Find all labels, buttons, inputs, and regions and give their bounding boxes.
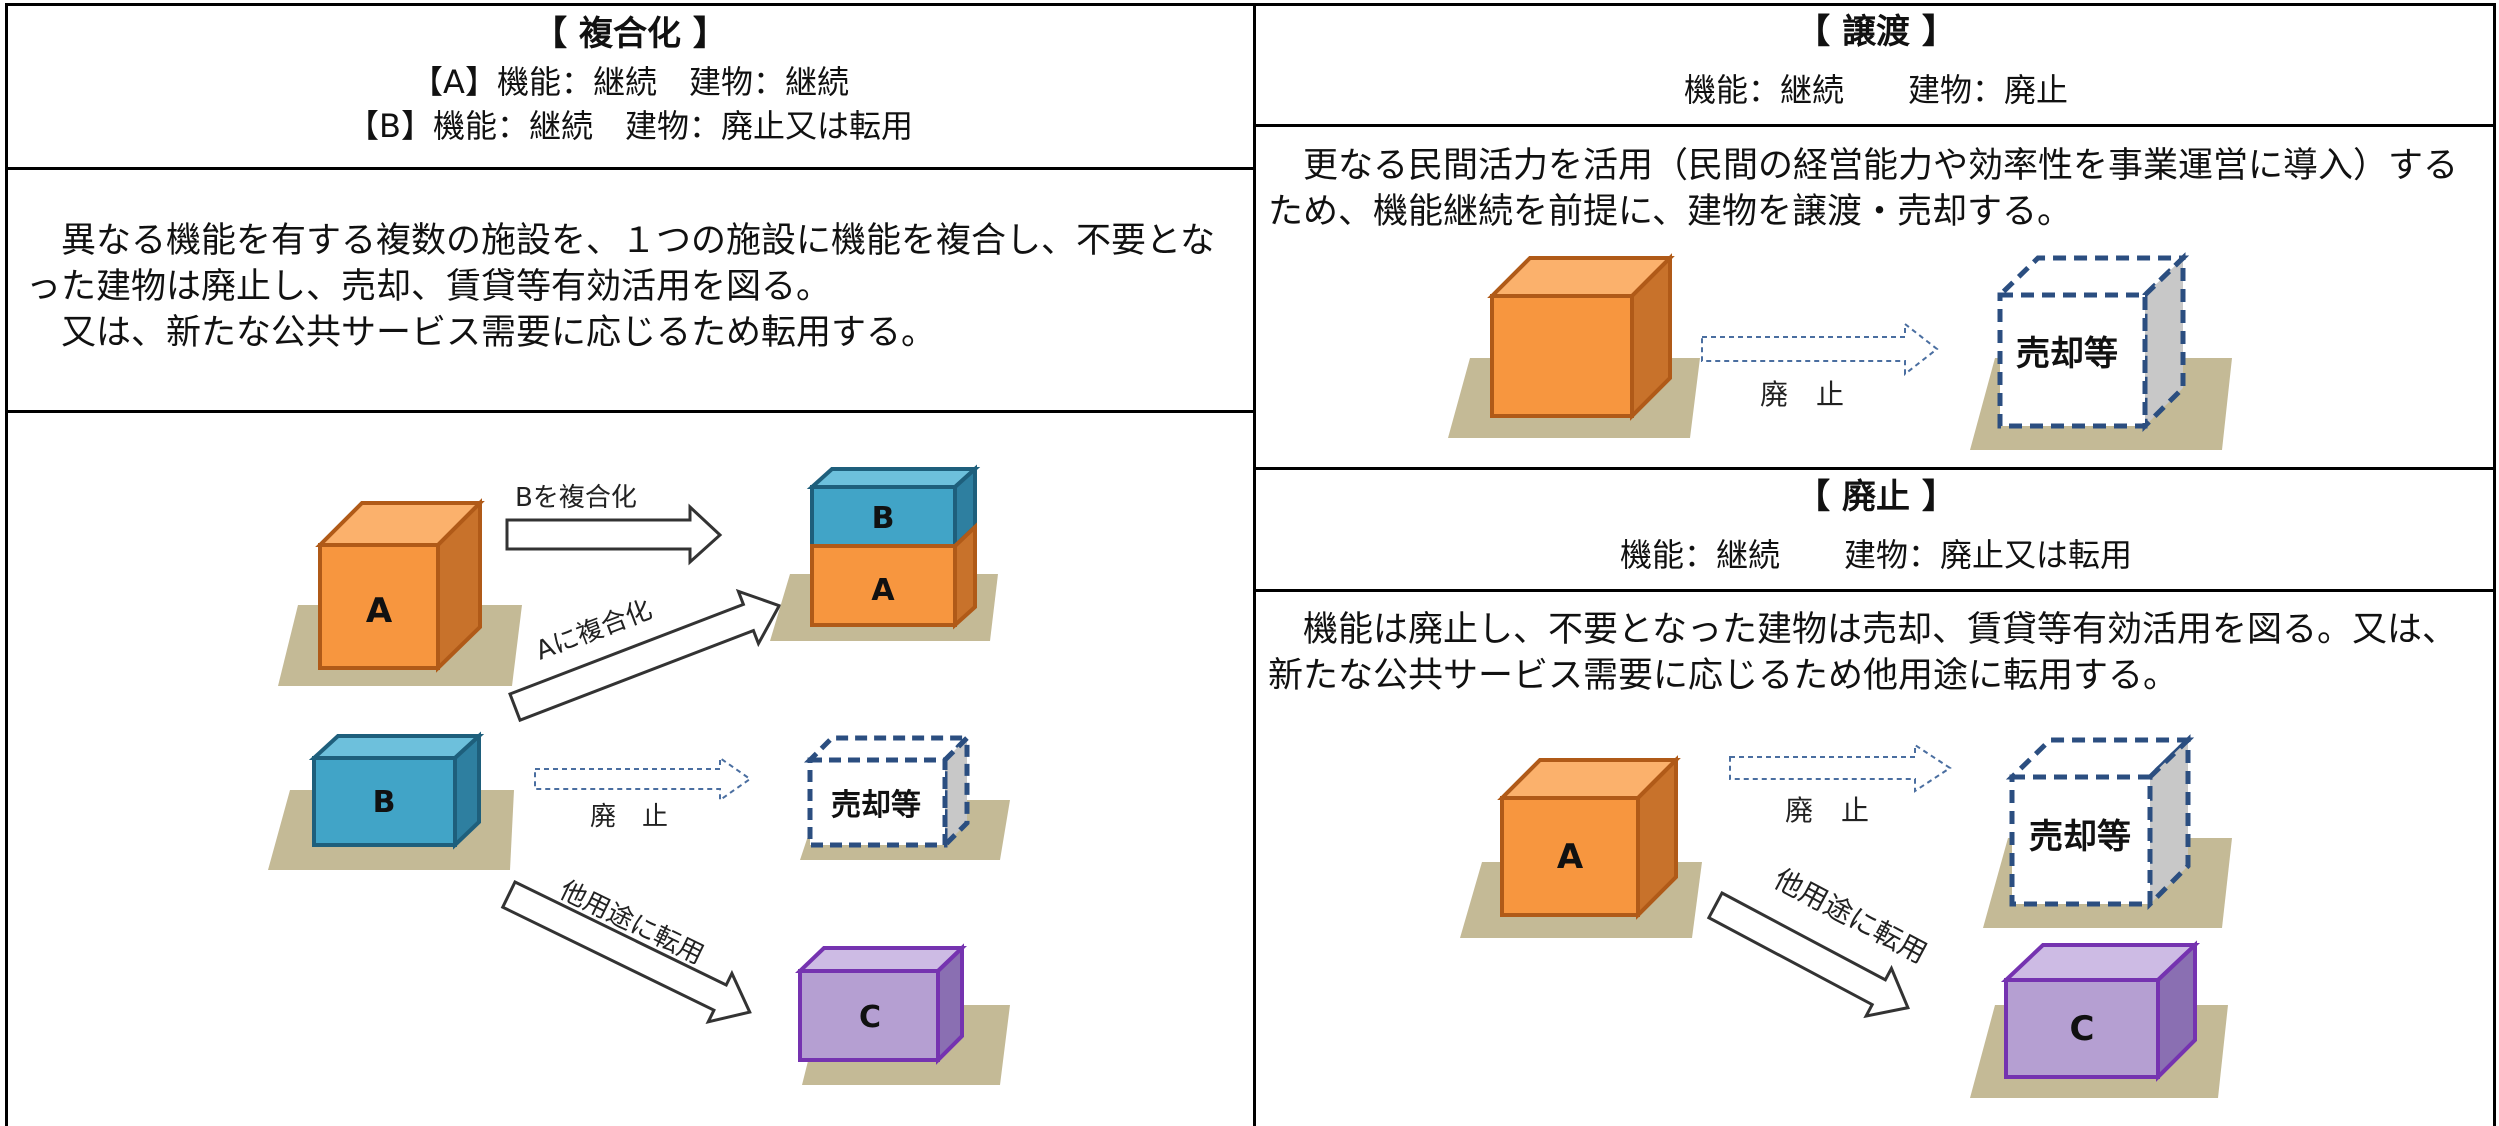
arrow-abolish-right	[1729, 743, 1952, 793]
transfer-panel-subtitle: 機能：継続 建物：廃止	[1683, 71, 2068, 109]
table-frame	[5, 3, 2496, 1126]
sale-label-abolish: 売却等	[2029, 817, 2131, 857]
stack-bottom-label: A	[871, 573, 895, 608]
abolish-box-c: C	[2000, 940, 2201, 1082]
left-title-divider	[5, 167, 1255, 170]
arrow-abolish-transfer-label: 廃 止	[1760, 378, 1844, 411]
arrow-combine-b	[505, 503, 723, 566]
box-a-label: A	[366, 591, 393, 631]
sale-label-left: 売却等	[831, 788, 921, 823]
transfer-title-divider	[1253, 124, 2496, 127]
sale-box-transfer: 売却等	[1993, 252, 2190, 433]
stack-box: B A	[806, 464, 981, 630]
abolish-diagram: A 廃 止 売却等 他用途に転用 C	[1460, 734, 2232, 1098]
sale-box-left: 売却等	[803, 731, 974, 852]
stack-top-label: B	[872, 501, 895, 536]
abolish-box-a-label: A	[1557, 837, 1584, 877]
left-panel-title: 【 複合化 】	[533, 14, 727, 54]
arrow-convert-left	[500, 879, 752, 1025]
arrow-abolish-transfer	[1701, 321, 1939, 377]
left-description-line-1: 異なる機能を有する複数の施設を、１つの施設に機能を複合し、不要となった建物は廃止…	[26, 221, 1215, 307]
arrow-abolish-left	[534, 756, 752, 802]
sale-label-transfer: 売却等	[2016, 334, 2118, 374]
transfer-panel-title: 【 譲渡 】	[1796, 12, 1956, 52]
box-b-label: B	[373, 785, 396, 820]
abolish-panel-subtitle: 機能：継続 建物：廃止又は転用	[1619, 536, 2132, 574]
arrow-abolish-right-label: 廃 止	[1785, 794, 1869, 827]
transfer-building	[1487, 253, 1675, 421]
transfer-diagram: 廃 止 売却等	[1448, 252, 2232, 450]
transfer-panel-description: 更なる民間活力を活用（民間の経営能力や効率性を事業運営に導入）するため、機能継続…	[1268, 146, 2459, 232]
arrow-combine-a	[508, 588, 782, 723]
box-b: B	[308, 731, 485, 850]
arrow-abolish-left-label: 廃 止	[590, 802, 668, 832]
arrow-combine-b-label: Bを複合化	[515, 483, 637, 513]
panel-divider	[1253, 467, 2496, 470]
left-panel-line-a: 【A】機能：継続 建物：継続	[411, 63, 849, 101]
abolish-panel-title: 【 廃止 】	[1796, 477, 1956, 517]
sale-box-abolish: 売却等	[2005, 734, 2195, 911]
column-divider	[1253, 3, 1256, 1126]
left-panel-description: 異なる機能を有する複数の施設を、１つの施設に機能を複合し、不要となった建物は廃止…	[26, 218, 1238, 356]
left-description-divider	[5, 410, 1255, 413]
box-c-left-label: C	[859, 1000, 881, 1035]
left-description-line-2: 又は、新たな公共サービス需要に応じるため転用する。	[26, 313, 937, 353]
arrow-convert-right	[1706, 890, 1911, 1019]
abolish-title-divider	[1253, 589, 2496, 592]
abolish-box-a: A	[1497, 755, 1681, 920]
box-a: A	[315, 498, 485, 673]
box-c-left: C	[795, 943, 967, 1065]
left-diagram: A Bを複合化 Aに複合化 B A B	[268, 464, 1010, 1085]
left-panel-line-b: 【B】機能：継続 建物：廃止又は転用	[347, 107, 913, 145]
abolish-box-c-label: C	[2070, 1009, 2095, 1049]
abolish-panel-description: 機能は廃止し、不要となった建物は売却、賃貸等有効活用を図る。又は、新たな公共サー…	[1268, 610, 2457, 696]
